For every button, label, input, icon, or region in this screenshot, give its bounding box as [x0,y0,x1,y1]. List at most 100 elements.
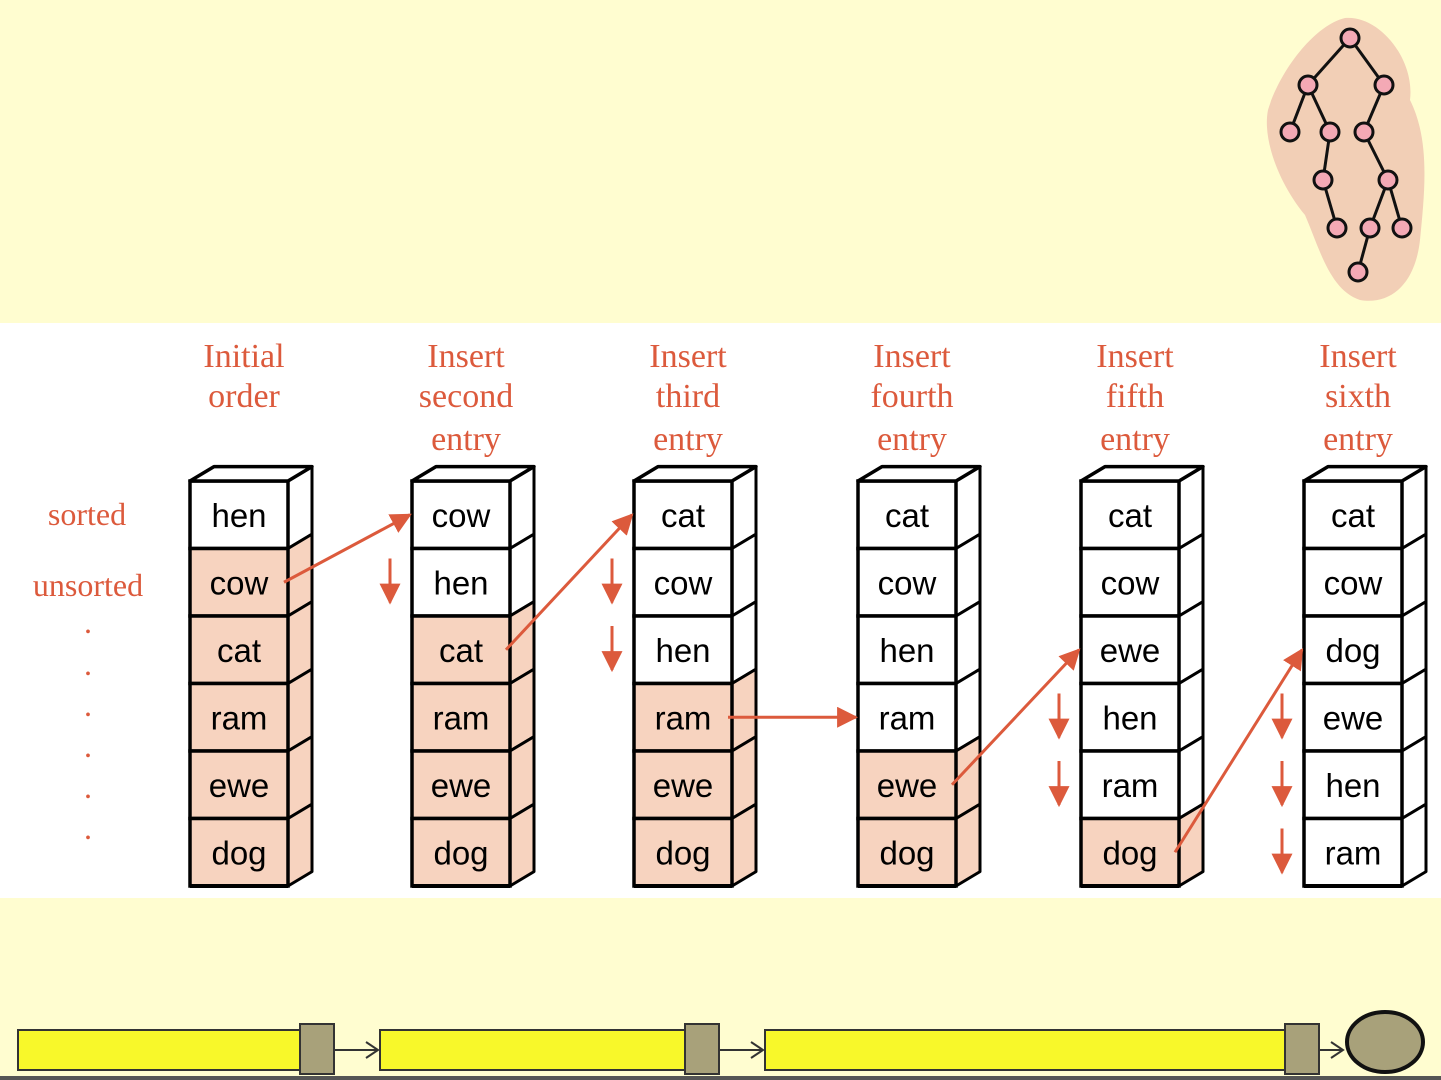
heading-line: order [208,378,280,415]
binary-tree-icon [1267,18,1425,301]
heading-line: entry [1323,421,1393,458]
stack-cell-label: cow [878,564,937,601]
stack-cell-label: ewe [1100,632,1161,669]
pencil-chain-icon [0,1012,1441,1080]
stack-cell-label: cow [1324,564,1383,601]
stack-cell-side [732,804,756,886]
ellipsis-dot: . [84,687,92,723]
stack-cell-label: ram [211,699,268,736]
stack-cell-label: cat [1331,497,1375,534]
stack-cell-label: ewe [431,767,492,804]
tree-halo [1267,18,1425,301]
tree-node [1379,171,1397,189]
stack-cell-label: cow [432,497,491,534]
chain-end-stone [1347,1012,1423,1072]
heading-line: entry [1100,421,1170,458]
heading-line: entry [653,421,723,458]
stack-top [412,467,534,481]
stack-column: cat cow ewe hen ram dog [1081,467,1203,886]
stack-cell-label: cat [1108,497,1152,534]
pencil-tip [300,1024,334,1074]
stack-cell-label: cow [654,564,713,601]
stack-column: hen cow cat ram ewe dog [190,467,312,886]
stack-cell-label: dog [1325,632,1380,669]
heading-line: Initial [203,338,284,375]
tree-node [1314,171,1332,189]
ellipsis-dot: . [84,728,92,764]
ellipsis-dot: . [84,604,92,640]
stack-cell-label: hen [433,564,488,601]
tree-node [1349,263,1367,281]
heading-line: Insert [1096,338,1174,375]
footer-edge [0,1076,1441,1080]
stack-cell-label: cat [661,497,705,534]
ellipsis-dot: . [84,646,92,682]
stack-cell-label: cat [217,632,261,669]
stack-cell-label: hen [655,632,710,669]
stack-cell-label: hen [1102,699,1157,736]
pencil-body [380,1030,685,1070]
stack-cell-label: cat [439,632,483,669]
stack-cell-label: ram [879,699,936,736]
stack-top [1304,467,1426,481]
heading-line: sixth [1325,378,1391,415]
tree-node [1341,29,1359,47]
heading-line: fourth [870,378,953,415]
tree-node [1321,123,1339,141]
stack-cell-label: dog [1102,834,1157,871]
stack-cell-label: dog [879,834,934,871]
tree-node [1281,123,1299,141]
stack-cell-label: hen [211,497,266,534]
stack-column: cat cow hen ram ewe dog [858,467,980,886]
stack-cell-label: ram [1102,767,1159,804]
stack-cell-label: ram [1325,834,1382,871]
stack-cell-label: dog [433,834,488,871]
heading-line: third [656,378,720,415]
ellipsis-dot: . [84,810,92,846]
stack-cell-label: hen [1325,767,1380,804]
stack-top [190,467,312,481]
stack-cell-side [1179,804,1203,886]
tree-node [1361,219,1379,237]
heading-line: second [419,378,513,415]
pencil-tip [685,1024,719,1074]
unsorted-label: unsorted [33,567,143,603]
stack-cell-side [288,804,312,886]
stack-cell-label: cow [210,564,269,601]
heading-line: Insert [427,338,505,375]
heading-line: entry [431,421,501,458]
stack-cell-label: ewe [877,767,938,804]
stack-cell-side [1402,804,1426,886]
stack-cell-label: dog [211,834,266,871]
stack-top [634,467,756,481]
stack-cell-label: cat [885,497,929,534]
tree-node [1299,76,1317,94]
stack-cell-label: dog [655,834,710,871]
pencil-body [18,1030,300,1070]
tree-node [1328,219,1346,237]
tree-node [1393,219,1411,237]
sorted-label: sorted [48,496,126,532]
stack-cell-label: cow [1101,564,1160,601]
stack-column: cow hen cat ram ewe dog [412,467,534,886]
ellipsis-dot: . [84,769,92,805]
stack-cell-label: ewe [653,767,714,804]
stack-cell-side [510,804,534,886]
stack-cell-label: ewe [209,767,270,804]
heading-line: Insert [649,338,727,375]
tree-node [1375,76,1393,94]
tree-node [1355,123,1373,141]
stack-cell-label: hen [879,632,934,669]
stack-cell-label: ewe [1323,699,1384,736]
pencil-tip [1285,1024,1319,1074]
stack-cell-label: ram [433,699,490,736]
pencil-body [765,1030,1285,1070]
stack-column: cat cow dog ewe hen ram [1304,467,1426,886]
